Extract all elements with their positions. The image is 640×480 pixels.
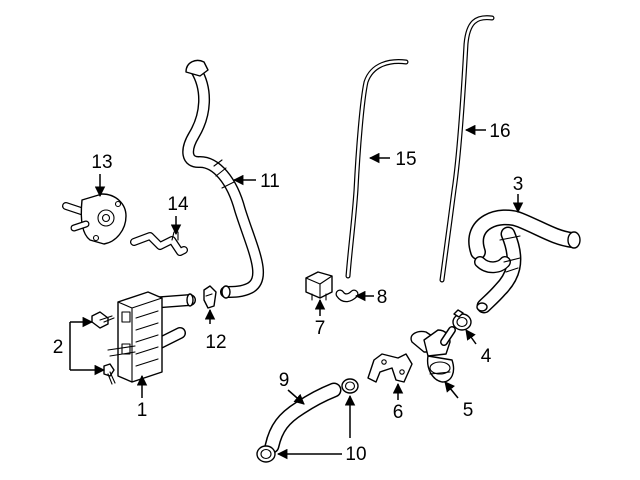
hose-clamps-part (256, 378, 359, 463)
callout-15: 15 (395, 149, 416, 170)
callout-8: 8 (377, 287, 388, 308)
callout-16: 16 (489, 121, 510, 142)
tube-15-part (345, 59, 409, 279)
lower-hose-part (264, 382, 342, 454)
callout-12: 12 (205, 332, 226, 353)
valve-part (62, 193, 127, 245)
coolant-hose-part (468, 209, 581, 314)
callout-7: 7 (315, 318, 326, 339)
leader-lines (69, 124, 524, 460)
bracket-part (367, 353, 413, 383)
callout-2: 2 (53, 337, 64, 358)
callout-10: 10 (345, 444, 366, 465)
callout-13: 13 (91, 152, 112, 173)
callout-11: 11 (260, 171, 280, 192)
callout-14: 14 (167, 194, 189, 215)
callout-9: 9 (279, 370, 290, 391)
small-hose-part (335, 289, 359, 303)
clip-part (203, 285, 217, 309)
callout-labels: 1 2 3 4 5 6 7 8 9 10 11 12 13 14 15 16 (53, 121, 524, 465)
bolts-part (91, 311, 116, 385)
callout-5: 5 (463, 400, 474, 421)
callout-4: 4 (481, 346, 492, 367)
sensor-part (305, 271, 333, 301)
pipe-part (130, 231, 188, 256)
callout-3: 3 (513, 174, 524, 195)
coolant-fitting-part (410, 326, 456, 383)
oil-cooler-part (107, 291, 196, 383)
long-hose-part (182, 59, 265, 299)
callout-1: 1 (137, 400, 148, 421)
clamp-part (452, 309, 472, 331)
callout-6: 6 (393, 402, 404, 423)
tube-16-part (439, 15, 495, 283)
